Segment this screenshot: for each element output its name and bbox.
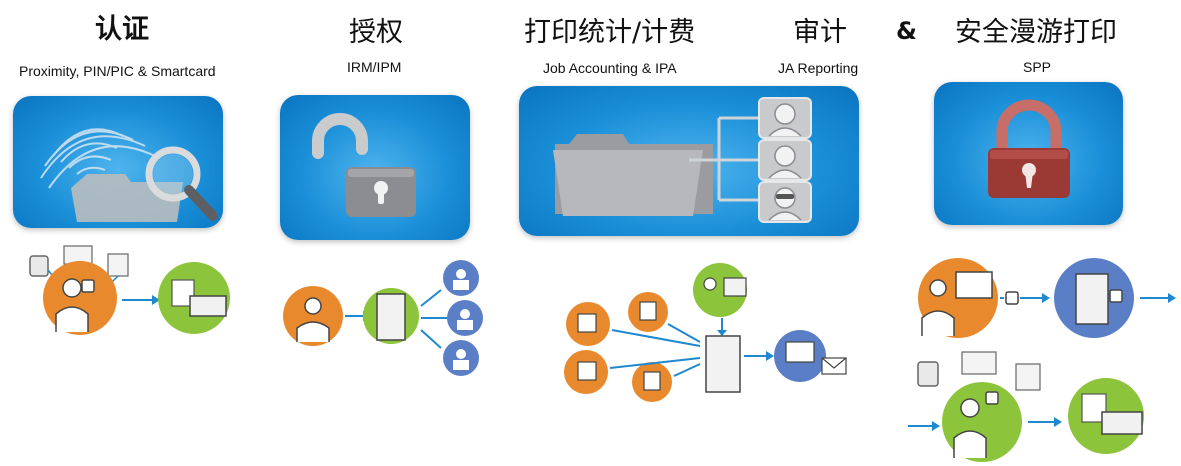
secure-title: 安全漫游打印	[955, 17, 1117, 48]
secure-tile	[934, 82, 1123, 225]
secure-flow-top	[918, 258, 1176, 338]
monitor-icon	[955, 271, 993, 299]
auth-title: 认证	[95, 14, 149, 45]
user-avatars	[758, 97, 812, 223]
auth-subtitle: Proximity, PIN/PIC & Smartcard	[19, 63, 216, 79]
fingerprint-magnifier-icon	[40, 128, 218, 222]
auth-flow-diagram	[29, 245, 230, 335]
monitor-icon	[785, 341, 815, 363]
lock-icon	[1109, 289, 1123, 303]
card-reader-icon	[29, 255, 49, 277]
server-icon	[376, 293, 406, 341]
ampersand-connector: &	[896, 17, 917, 45]
open-padlock-icon	[312, 113, 416, 217]
admin-circle	[693, 263, 747, 317]
lock-icon	[985, 391, 999, 405]
server-icon	[1075, 273, 1109, 325]
printer-icon	[189, 295, 227, 317]
acct-flow-diagram	[564, 263, 847, 402]
authz-subtitle: IRM/IPM	[347, 59, 402, 75]
acct-title: 打印统计/计费	[524, 17, 696, 48]
audit-subtitle: JA Reporting	[778, 60, 859, 76]
secure-subtitle: SPP	[1023, 59, 1052, 75]
auth-tile	[13, 96, 223, 228]
authz-title: 授权	[349, 17, 403, 48]
folder-users-icon	[553, 97, 812, 223]
lock-icon	[1005, 291, 1019, 305]
closed-red-padlock-icon	[988, 99, 1070, 198]
keypad-icon	[107, 253, 129, 277]
audit-title: 审计	[793, 17, 847, 48]
id-badge-icon	[961, 351, 997, 375]
acct-tile	[519, 86, 859, 236]
acct-subtitle: Job Accounting & IPA	[543, 60, 677, 76]
authz-tile	[280, 95, 470, 240]
card-reader-icon	[917, 361, 939, 387]
printer-icon	[1101, 411, 1143, 435]
authz-flow-diagram	[283, 260, 483, 376]
secure-flow-bottom	[908, 351, 1144, 462]
lock-icon	[81, 279, 95, 293]
keypad-icon	[1015, 363, 1041, 391]
email-icon	[821, 357, 847, 375]
server-icon	[705, 335, 741, 393]
